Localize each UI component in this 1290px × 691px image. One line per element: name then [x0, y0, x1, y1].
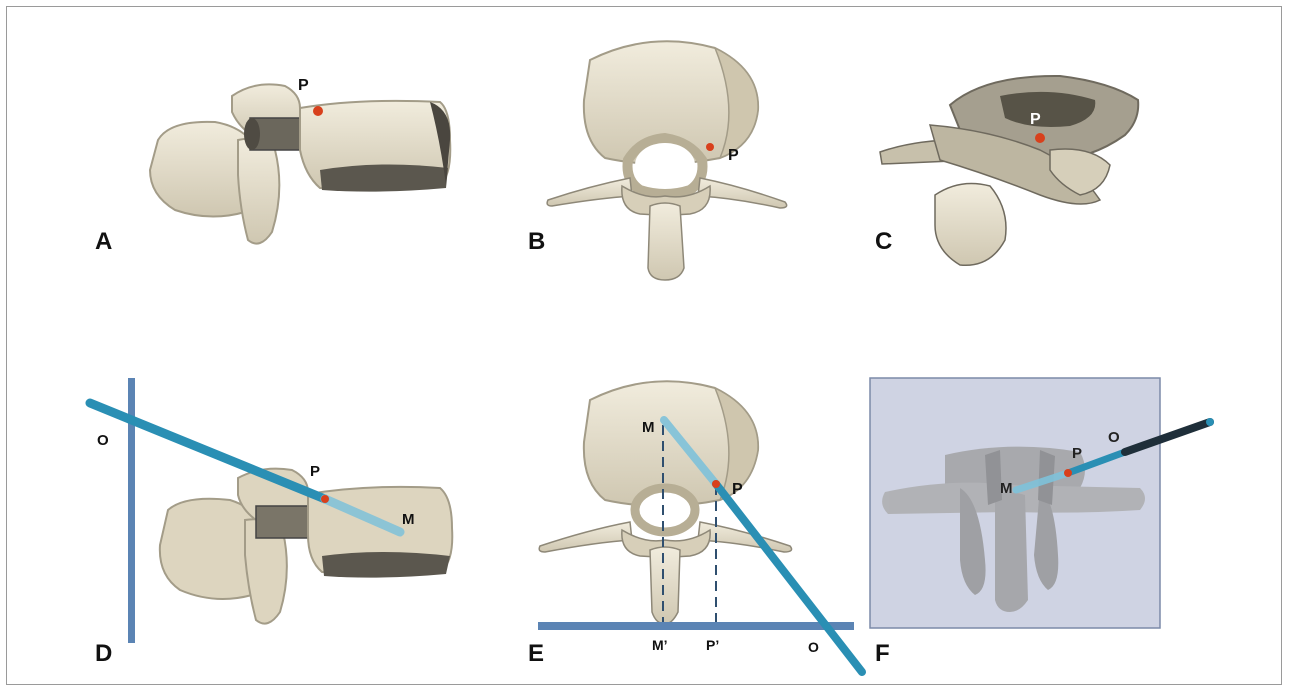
panel-f-point-o: O [1108, 429, 1120, 446]
panel-d-point-o: O [97, 432, 109, 449]
panel-f-point-m: M [1000, 480, 1013, 497]
panel-d-marker [321, 495, 329, 503]
panel-a-point-p: P [298, 77, 309, 94]
panel-e-point-p-prime: P’ [706, 637, 719, 653]
panel-label-a: A [95, 228, 112, 256]
panel-e-marker [712, 480, 720, 488]
panel-d-point-m: M [402, 511, 415, 528]
panel-e-point-m-prime: M’ [652, 637, 668, 653]
panel-e-point-m: M [642, 419, 655, 436]
panel-c-vertebra [880, 76, 1138, 265]
panel-d-trajectory-rod [90, 403, 325, 499]
panel-a-vertebra [150, 84, 450, 243]
panel-e-point-p: P [732, 481, 743, 498]
panel-label-e: E [528, 640, 544, 668]
panel-c-point-p: P [1030, 111, 1041, 128]
panel-e-trajectory-rod [716, 484, 862, 672]
panel-label-c: C [875, 228, 892, 256]
panel-b-point-p: P [728, 147, 739, 164]
panel-d-point-p: P [310, 463, 320, 480]
panel-f-point-p: P [1072, 445, 1082, 462]
panel-e-point-o: O [808, 639, 819, 655]
panel-label-b: B [528, 228, 545, 256]
panel-e-reference-plane [538, 622, 854, 630]
panel-f-marker [1064, 469, 1072, 477]
panel-b-vertebra [547, 41, 787, 280]
panel-label-f: F [875, 640, 890, 668]
panel-label-d: D [95, 640, 112, 668]
